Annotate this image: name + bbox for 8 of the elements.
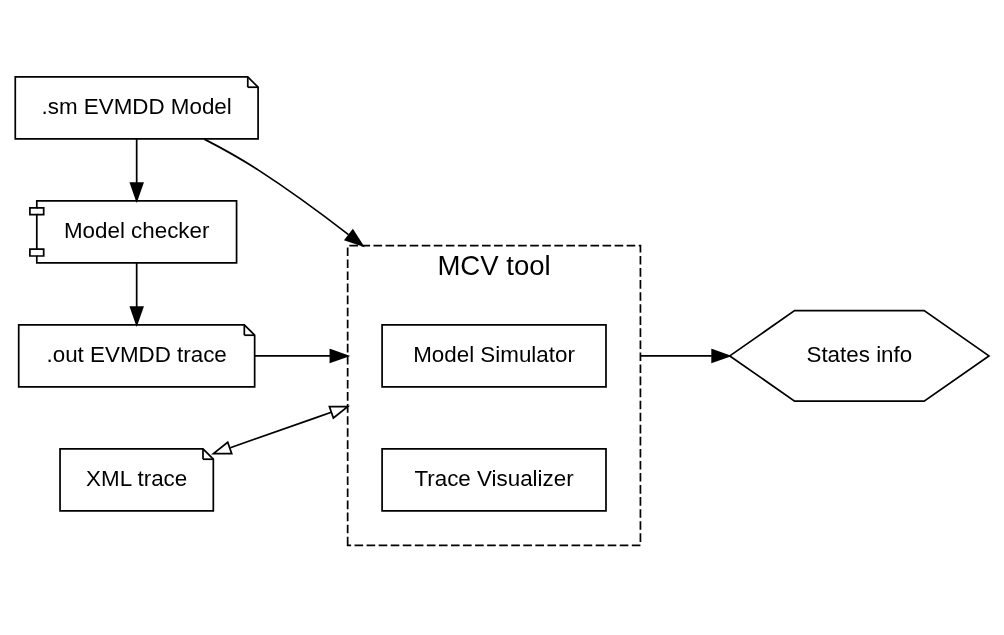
arrow	[211, 405, 351, 454]
node-box: Trace Visualizer	[381, 447, 607, 512]
arrow	[639, 348, 732, 363]
arrow	[129, 137, 144, 203]
arrow	[129, 261, 144, 327]
node-box: Model Simulator	[381, 323, 607, 388]
arrow	[203, 137, 365, 247]
arrow	[253, 348, 351, 363]
